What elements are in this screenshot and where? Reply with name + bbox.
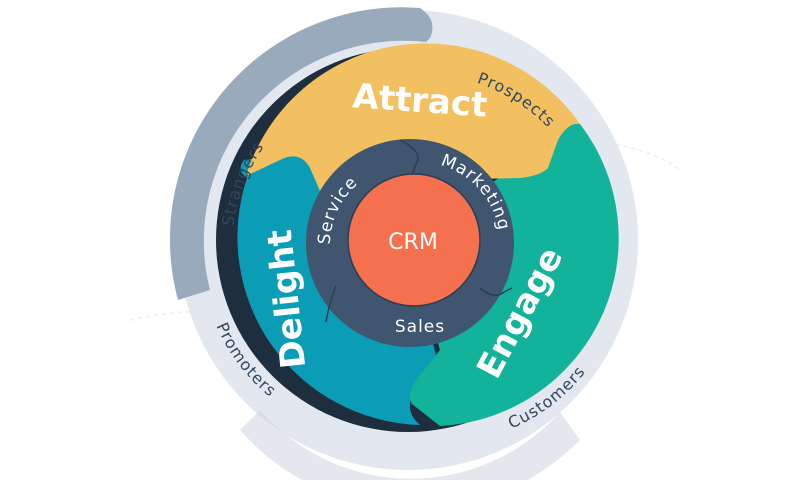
outer-ring-lower-segment [240,410,580,484]
center-label: CRM [388,230,438,255]
hub-divider [479,287,513,296]
hub-divider [325,285,337,323]
outer-ring-dark-segment [169,7,433,300]
crm-core [347,173,481,307]
stage-label-attract: Attract [351,76,488,125]
stage-segment-engage [408,121,619,426]
stage-segment-attract [246,43,580,214]
hub-label-sales: Sales [395,317,445,337]
